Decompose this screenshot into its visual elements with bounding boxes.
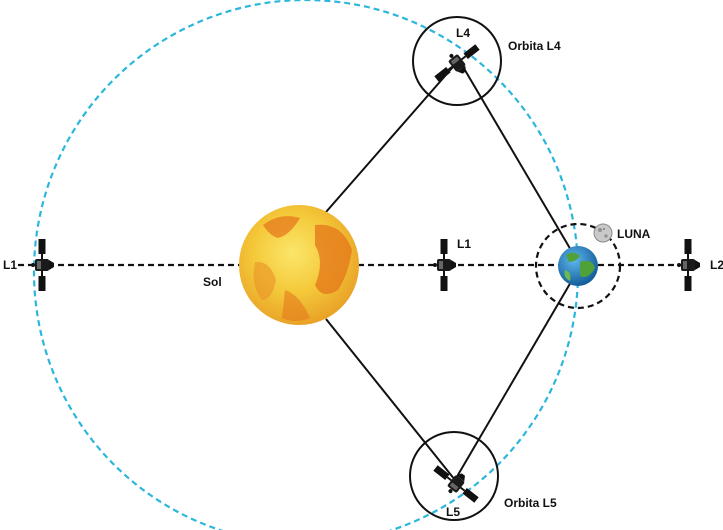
label-l1-left: L1 — [3, 258, 17, 272]
satellite-icon — [433, 239, 456, 291]
satellite-icon — [677, 239, 700, 291]
label-orbit-l4: Orbita L4 — [508, 39, 561, 53]
label-orbit-l5: Orbita L5 — [504, 496, 557, 510]
label-l4: L4 — [456, 26, 470, 40]
moon-icon — [593, 223, 613, 243]
label-l2: L2 — [710, 258, 723, 272]
l5-orbit — [409, 431, 499, 521]
label-moon: LUNA — [617, 227, 651, 241]
label-l1: L1 — [457, 237, 471, 251]
label-sun: Sol — [203, 275, 222, 289]
earth-local-orbit — [534, 222, 622, 310]
triangle-lines — [325, 59, 579, 481]
sun-icon — [239, 205, 359, 325]
l4-orbit — [412, 16, 502, 106]
earth-icon — [558, 246, 598, 286]
label-l5: L5 — [446, 505, 460, 519]
